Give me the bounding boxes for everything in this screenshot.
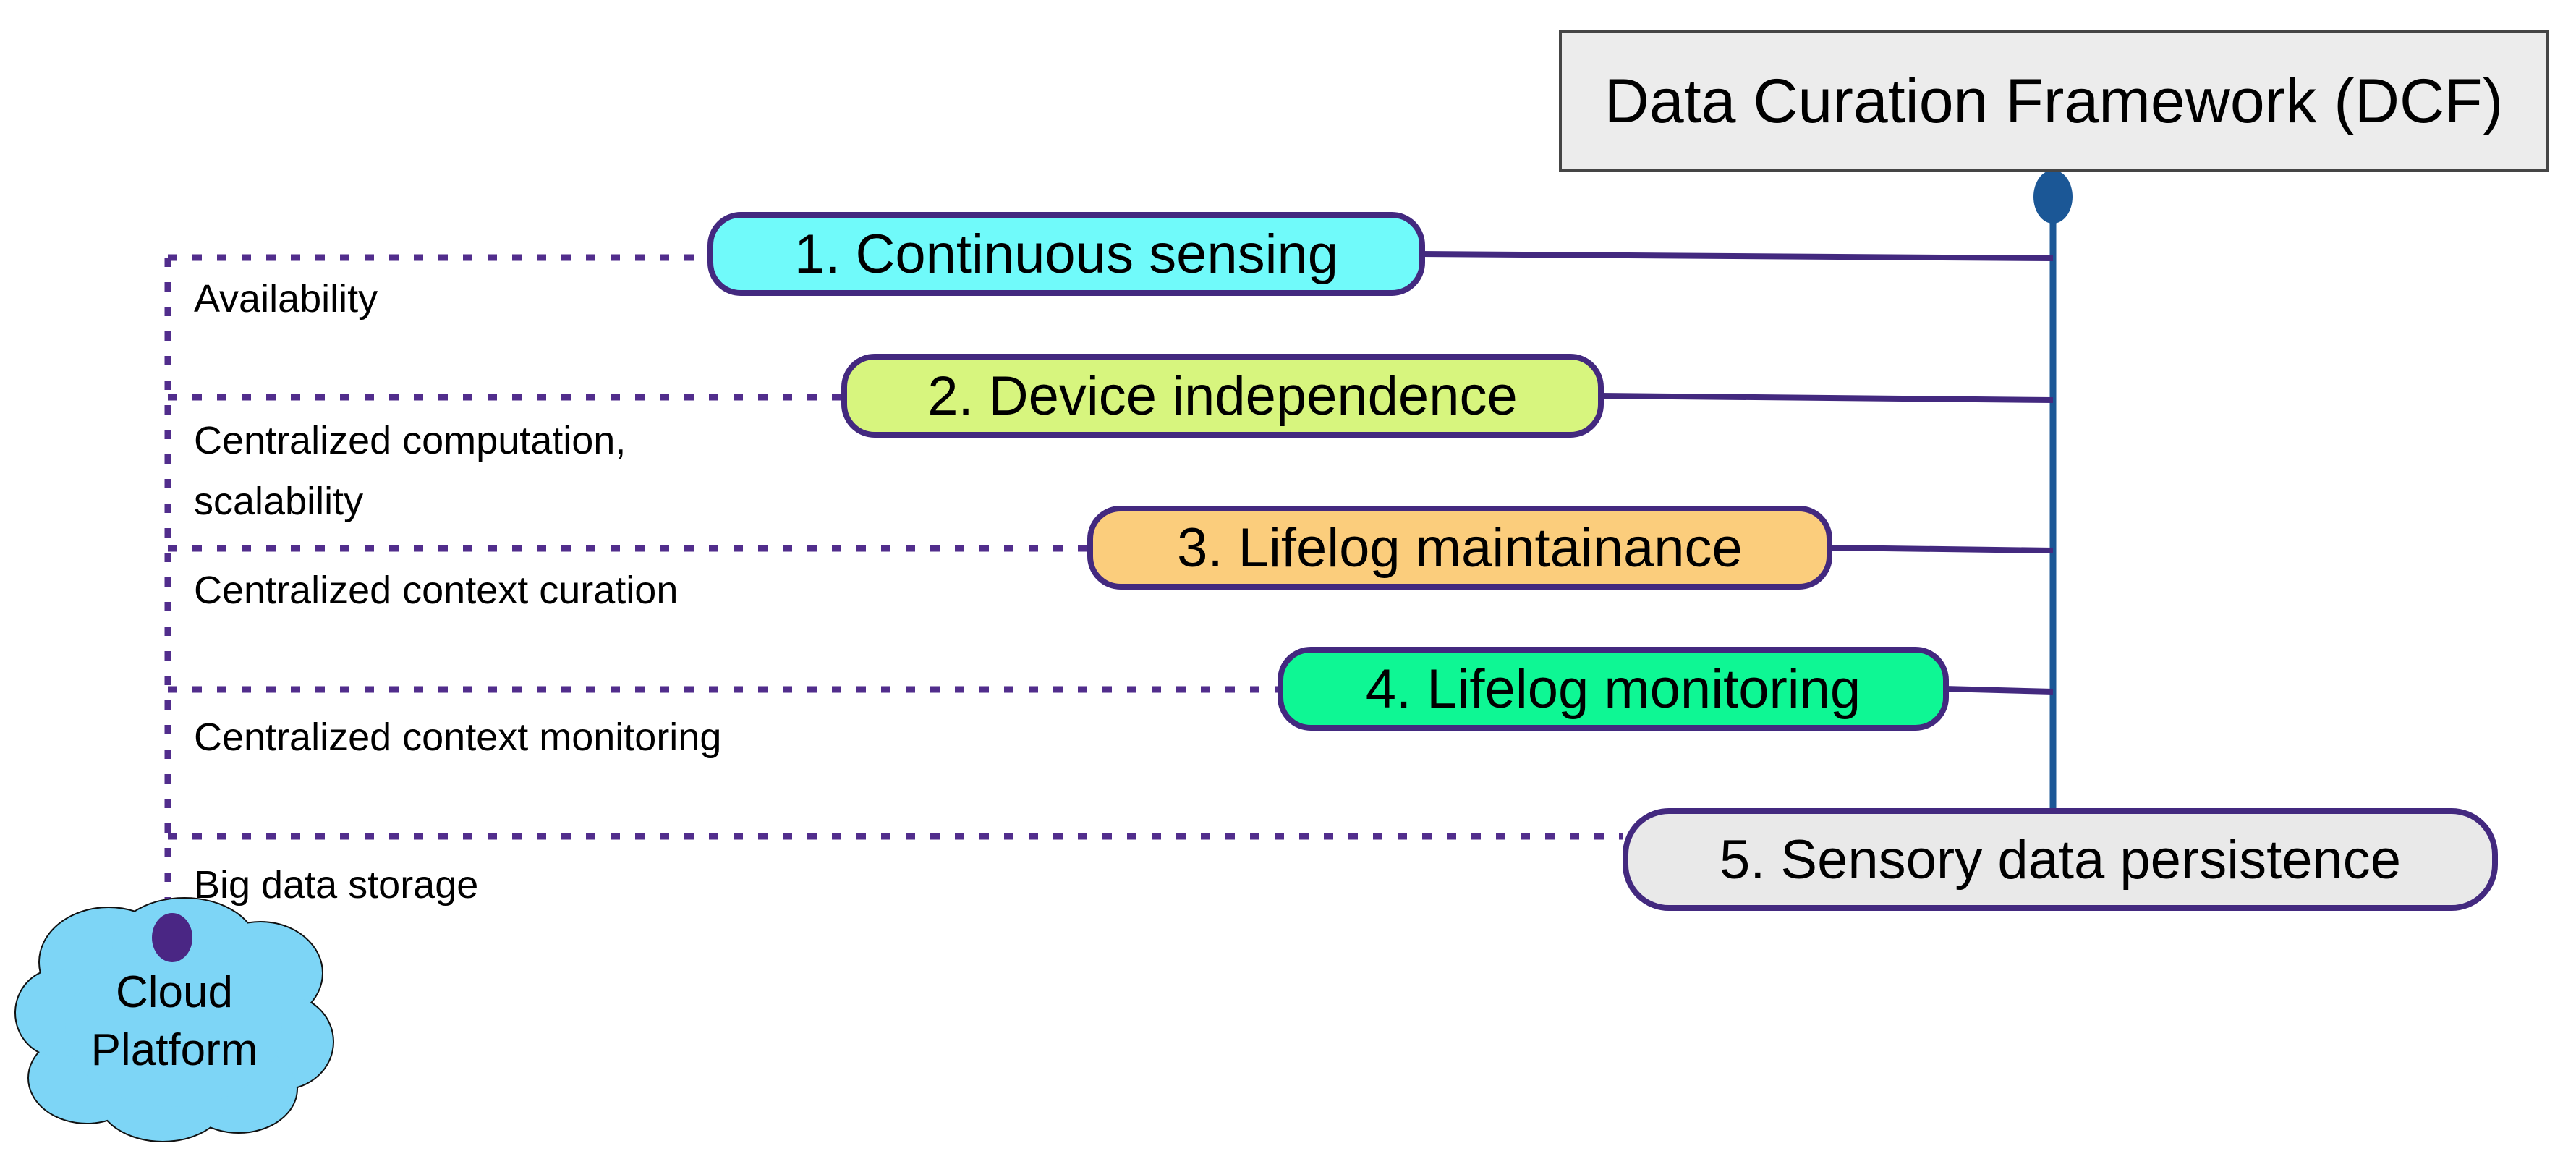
cloud-platform-label: Cloud Platform (90, 967, 258, 1075)
node-continuous-sensing: 1. Continuous sensing (707, 212, 1425, 296)
benefit-context-monitoring: Centralized context monitoring (194, 716, 722, 759)
node-sensory-data-persistence: 5. Sensory data persistence (1623, 808, 2498, 911)
benefit-context-curation: Centralized context curation (194, 569, 679, 612)
connector-line-4 (1944, 686, 2054, 695)
benefit-big-data-storage: Big data storage (194, 863, 479, 907)
connector-line-2 (1599, 393, 2054, 403)
node-label: 4. Lifelog monitoring (1365, 658, 1861, 720)
framework-title: Data Curation Framework (DCF) (1604, 66, 2504, 136)
benefit-computation-scalability: Centralized computation, scalability (194, 419, 626, 523)
node-label: 1. Continuous sensing (794, 223, 1339, 285)
benefit-availability: Availability (194, 277, 378, 320)
framework-title-box: Data Curation Framework (DCF) (1559, 30, 2549, 172)
node-lifelog-maintainance: 3. Lifelog maintainance (1087, 506, 1832, 590)
node-device-independence: 2. Device independence (841, 354, 1604, 438)
node-lifelog-monitoring: 4. Lifelog monitoring (1278, 647, 1949, 731)
cloud-anchor-dot (152, 913, 192, 962)
trunk-dot (2033, 170, 2073, 224)
node-label: 2. Device independence (927, 365, 1518, 427)
node-label: 5. Sensory data persistence (1719, 828, 2402, 891)
cloud-shape-fill (16, 899, 333, 1141)
node-label: 3. Lifelog maintainance (1177, 517, 1743, 579)
connector-line-3 (1827, 545, 2054, 553)
connector-line-1 (1420, 251, 2054, 261)
